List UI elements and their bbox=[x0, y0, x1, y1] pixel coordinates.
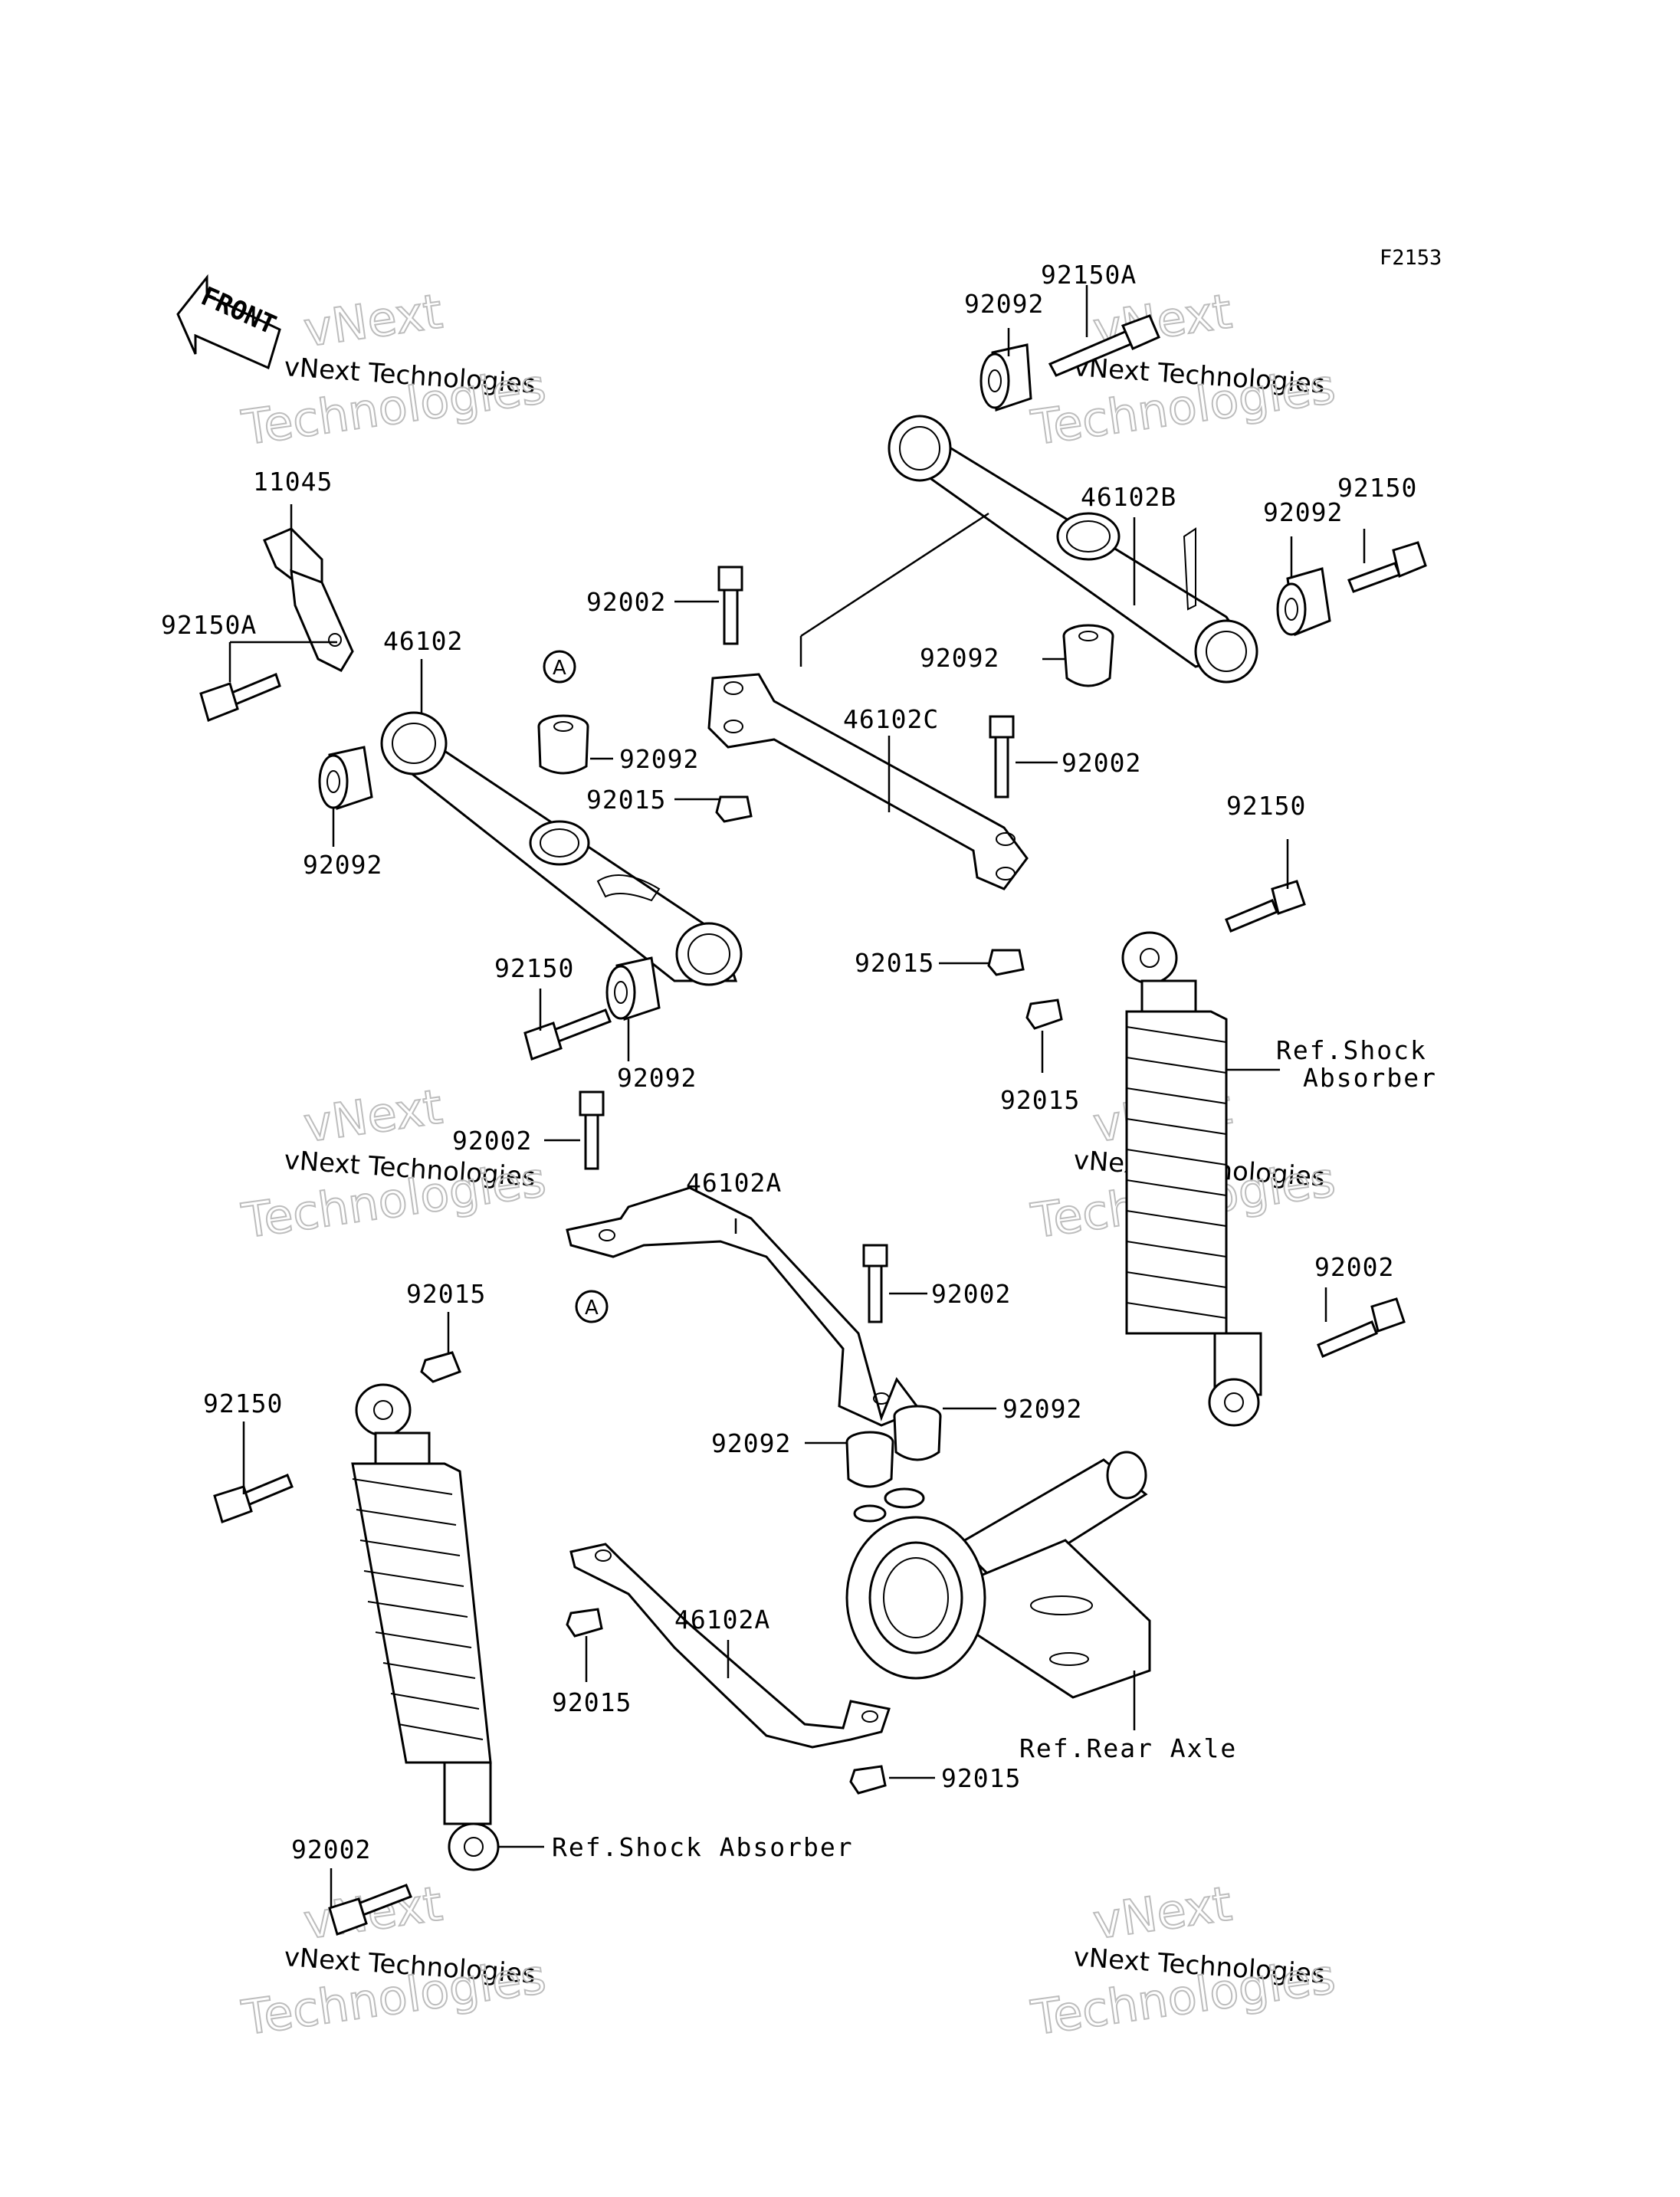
arm-46102C bbox=[707, 673, 1029, 890]
svg-text:vNext: vNext bbox=[300, 1875, 446, 1949]
bushing-92092-under-arm bbox=[1062, 624, 1114, 687]
front-arrow-icon: FRONT bbox=[176, 274, 281, 370]
bolt-92150-right bbox=[1225, 880, 1306, 933]
bolt-92150A-top bbox=[1048, 314, 1160, 377]
label-92092-top-right: 92092 bbox=[1263, 497, 1343, 527]
label-92015-b: 92015 bbox=[855, 948, 934, 978]
watermark-mid-left: vNext vNext Technologies Technologies bbox=[238, 1077, 550, 1250]
label-92092-mid: 92092 bbox=[617, 1063, 697, 1093]
watermark-bottom-right: vNext vNext Technologies Technologies bbox=[1027, 1874, 1340, 2047]
label-92092-b: 92092 bbox=[711, 1428, 791, 1458]
label-92150-top-right: 92150 bbox=[1337, 473, 1417, 503]
label-92150-mid: 92150 bbox=[494, 953, 574, 983]
bushing-92092-mid bbox=[605, 956, 661, 1021]
bushing-92092-left bbox=[318, 746, 373, 810]
label-92002-f: 92002 bbox=[291, 1835, 371, 1864]
figure-code: F2153 bbox=[1380, 246, 1442, 270]
label-92092-under-arm: 92092 bbox=[920, 643, 999, 673]
label-92150-right: 92150 bbox=[1226, 791, 1306, 821]
bolt-92002-c bbox=[1317, 1297, 1406, 1358]
bolt-92002-e bbox=[862, 1244, 888, 1323]
bolt-92002-a bbox=[717, 566, 743, 645]
rear-axle bbox=[845, 1451, 1151, 1699]
bushing-92092-b bbox=[845, 1431, 894, 1488]
bushing-92092-right bbox=[1276, 567, 1331, 637]
label-92092-top: 92092 bbox=[964, 289, 1044, 319]
label-92150A-left: 92150A bbox=[161, 610, 257, 640]
label-92002-a: 92002 bbox=[586, 587, 666, 617]
label-92015-d: 92015 bbox=[406, 1279, 486, 1309]
label-92015-a: 92015 bbox=[586, 785, 666, 815]
label-ref-shock-right-2: Absorber bbox=[1303, 1063, 1437, 1093]
nut-92015-d bbox=[420, 1351, 461, 1383]
bolt-92002-f bbox=[328, 1884, 412, 1936]
label-46102A-top: 46102A bbox=[686, 1168, 782, 1198]
label-92002-d: 92002 bbox=[452, 1126, 532, 1156]
bushing-92092-top bbox=[979, 343, 1032, 412]
label-92015-c: 92015 bbox=[1000, 1085, 1080, 1115]
label-92002-c: 92002 bbox=[1314, 1252, 1394, 1282]
svg-text:vNext: vNext bbox=[1090, 1875, 1235, 1949]
svg-text:vNext: vNext bbox=[300, 1078, 446, 1153]
stabilizer-46102A-bottom bbox=[569, 1543, 891, 1749]
watermark-top-left: vNext vNext Technologies Technologies bbox=[238, 282, 550, 457]
label-46102C: 46102C bbox=[843, 704, 939, 734]
bracket-11045 bbox=[263, 527, 354, 672]
label-46102A-bottom: 46102A bbox=[674, 1605, 770, 1635]
label-ref-shock-left: Ref.Shock Absorber bbox=[552, 1832, 854, 1862]
label-92150-left: 92150 bbox=[203, 1389, 283, 1418]
bolt-92150-mid bbox=[523, 1008, 612, 1061]
bolt-92002-d bbox=[579, 1090, 605, 1170]
watermark-top-right: vNext vNext Technologies Technologies bbox=[1027, 282, 1340, 457]
svg-text:A: A bbox=[585, 1297, 599, 1320]
label-46102: 46102 bbox=[383, 626, 463, 656]
leader-lines bbox=[228, 285, 1366, 1908]
stabilizer-46102A-top bbox=[566, 1186, 922, 1427]
ref-marker-a-bottom: A bbox=[575, 1290, 609, 1323]
label-92002-e: 92002 bbox=[931, 1279, 1011, 1309]
bolt-92150-left bbox=[213, 1474, 294, 1523]
nut-92015-e bbox=[566, 1608, 603, 1638]
bolt-92150-top-right bbox=[1347, 541, 1427, 593]
ref-marker-a-top: A bbox=[543, 650, 576, 684]
label-ref-shock-right: Ref.Shock bbox=[1276, 1035, 1427, 1065]
bushing-92092-c bbox=[893, 1405, 942, 1461]
shock-absorber-left bbox=[351, 1383, 500, 1871]
bolt-92150A-left bbox=[199, 672, 281, 723]
label-11045: 11045 bbox=[253, 467, 333, 497]
label-ref-rear-axle: Ref.Rear Axle bbox=[1019, 1733, 1237, 1763]
svg-text:vNext: vNext bbox=[300, 283, 446, 357]
label-92002-b: 92002 bbox=[1061, 748, 1141, 778]
label-92092-left: 92092 bbox=[303, 850, 382, 880]
nut-92015-c bbox=[1025, 998, 1063, 1030]
shock-absorber-right bbox=[1121, 931, 1262, 1427]
bushing-92092-A bbox=[537, 714, 589, 775]
upper-arm-46102B bbox=[888, 415, 1258, 684]
nut-92015-b bbox=[987, 949, 1025, 976]
nut-92015-f bbox=[849, 1765, 887, 1795]
label-92092-A: 92092 bbox=[619, 744, 699, 774]
label-46102B: 46102B bbox=[1081, 482, 1176, 512]
svg-text:A: A bbox=[553, 657, 566, 680]
arm-46102 bbox=[380, 711, 743, 986]
bolt-92002-b bbox=[989, 715, 1015, 798]
label-92150A-top: 92150A bbox=[1041, 260, 1137, 290]
label-92015-f: 92015 bbox=[941, 1763, 1021, 1793]
label-92092-c: 92092 bbox=[1002, 1394, 1082, 1424]
nut-92015-a bbox=[715, 795, 753, 823]
label-92015-e: 92015 bbox=[552, 1687, 632, 1717]
